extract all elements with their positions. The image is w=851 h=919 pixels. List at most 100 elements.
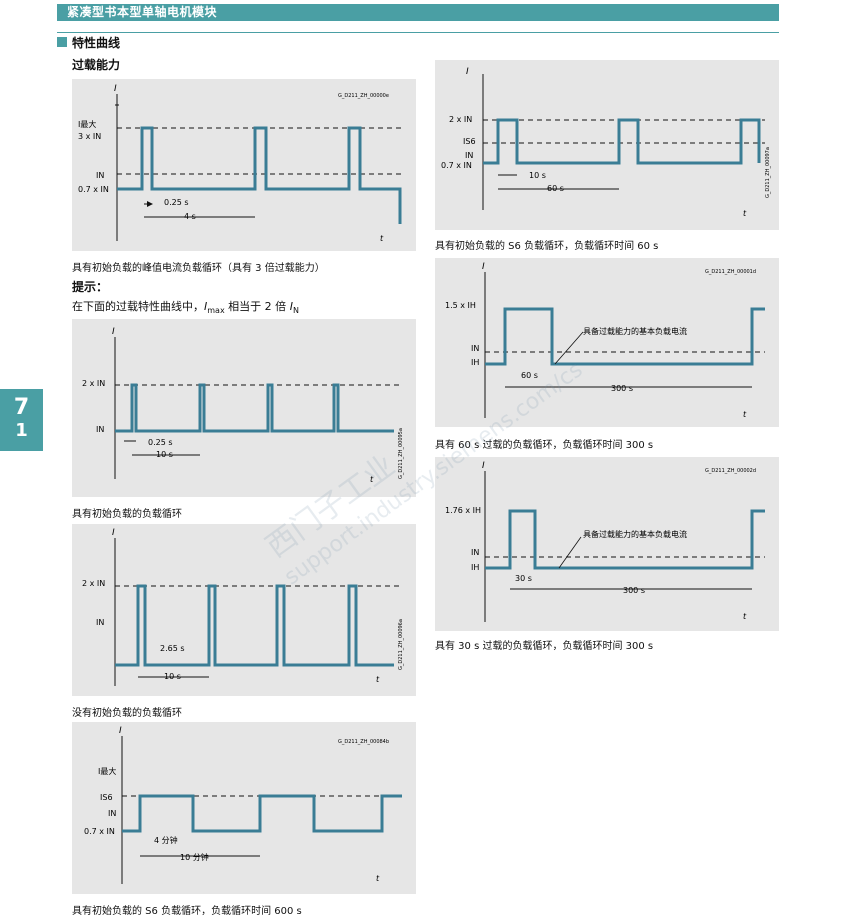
y-axis-label: I	[482, 461, 485, 471]
x-axis-label: t	[743, 612, 747, 621]
x-axis-label: t	[743, 209, 747, 218]
chart-panel-s6-600: I I最大 IS6 IN 0.7 x IN 4 分钟 10 分钟 t G_D21…	[72, 722, 416, 894]
label-peak: 1.76 x IH	[445, 506, 481, 515]
label-in: IN	[471, 548, 479, 557]
y-axis-label: I	[112, 327, 115, 337]
label-base: 0.7 x IN	[84, 827, 115, 836]
hint-in-sub: N	[292, 306, 299, 316]
label-3in: 3 x IN	[78, 132, 101, 141]
label-ih: IH	[471, 358, 479, 367]
label-2in: 2 x IN	[82, 379, 105, 388]
label-2in: 2 x IN	[449, 115, 472, 124]
dim-period: 4 s	[184, 212, 196, 221]
chart-load-cycle-no-initial: I 2 x IN IN 2.65 s 10 s t G_D211_ZH_0009…	[82, 528, 404, 686]
caption-overload-30: 具有 30 s 过载的负载循环，负载循环时间 300 s	[435, 641, 654, 652]
caption-s6-60: 具有初始负载的 S6 负载循环，负载循环时间 60 s	[435, 241, 659, 252]
load-curve	[483, 118, 761, 165]
label-in: IN	[96, 618, 104, 627]
page-header-bar: 紧凑型书本型单轴电机模块	[57, 4, 779, 21]
label-in: IN	[465, 151, 473, 160]
load-curve	[115, 584, 394, 667]
label-peak: 1.5 x IH	[445, 301, 476, 310]
y-axis-label: I	[466, 67, 469, 77]
dim-period: 60 s	[547, 184, 564, 193]
chart-panel-load-cycle-initial: I 2 x IN IN 0.25 s 10 s t G_D211_ZH_0009…	[72, 319, 416, 497]
y-axis-label: I	[114, 84, 117, 94]
chart-s6-600: I I最大 IS6 IN 0.7 x IN 4 分钟 10 分钟 t G_D21…	[84, 726, 402, 884]
page-header-title: 紧凑型书本型单轴电机模块	[67, 5, 218, 19]
section-marker	[57, 37, 67, 47]
label-imax: I最大	[98, 766, 116, 776]
y-axis-label: I	[119, 726, 122, 736]
chapter-subnumber: 1	[15, 420, 28, 441]
x-axis-label: t	[376, 675, 380, 684]
x-axis-label: t	[376, 874, 380, 883]
hint-imax-symbol: I	[204, 300, 208, 313]
label-imax: I最大	[78, 119, 96, 129]
hint-text: 在下面的过载特性曲线中，Imax 相当于 2 倍 IN	[72, 298, 299, 315]
load-curve	[117, 126, 402, 224]
load-curve	[122, 794, 402, 833]
caption-load-cycle-no-initial: 没有初始负载的负载循环	[72, 708, 182, 719]
chart-load-cycle-initial: I 2 x IN IN 0.25 s 10 s t G_D211_ZH_0009…	[82, 327, 404, 484]
y-axis-label: I	[112, 528, 115, 538]
label-base: 0.7 x IN	[441, 161, 472, 170]
label-in: IN	[96, 171, 104, 180]
x-axis-label: t	[370, 475, 374, 484]
note-base-load: 具备过载能力的基本负载电流	[583, 326, 687, 336]
label-2in: 2 x IN	[82, 579, 105, 588]
chart-s6-60: I 2 x IN IS6 IN 0.7 x IN 10 s 60 s t G_D…	[441, 67, 771, 218]
figure-code: G_D211_ZH_00096a	[398, 619, 404, 670]
dim-short: 0.25 s	[164, 198, 189, 207]
section-title: 特性曲线	[72, 36, 121, 50]
dim-period: 10 分钟	[180, 852, 209, 862]
header-rule	[57, 32, 779, 33]
chart-overload-60: I 1.5 x IH IN IH 具备过载能力的基本负载电流 60 s 300 …	[445, 262, 765, 419]
dim-period: 10 s	[156, 450, 173, 459]
chart-panel-s6-60: I 2 x IN IS6 IN 0.7 x IN 10 s 60 s t G_D…	[435, 60, 779, 230]
figure-code: G_D211_ZH_00000e	[338, 93, 389, 99]
label-ih: IH	[471, 563, 479, 572]
label-in: IN	[471, 344, 479, 353]
chart-peak-current: I I最大 3 x IN IN 0.7 x IN 0.25 s 4 s t G_…	[78, 84, 402, 243]
label-in: IN	[96, 425, 104, 434]
dim-period: 300 s	[623, 586, 645, 595]
hint-imax-sub: max	[207, 306, 225, 316]
load-curve	[485, 307, 765, 366]
dim-period: 10 s	[164, 672, 181, 681]
label-is6: IS6	[100, 793, 113, 802]
figure-code: G_D211_ZH_00097a	[765, 147, 771, 198]
load-curve	[485, 509, 765, 570]
chart-overload-30: I 1.76 x IH IN IH 具备过载能力的基本负载电流 30 s 300…	[445, 461, 765, 622]
caption-load-cycle-initial: 具有初始负载的负载循环	[72, 509, 182, 520]
chart-panel-overload-60: I 1.5 x IH IN IH 具备过载能力的基本负载电流 60 s 300 …	[435, 258, 779, 427]
hint-in-symbol: I	[289, 300, 293, 313]
chart-panel-overload-30: I 1.76 x IH IN IH 具备过载能力的基本负载电流 30 s 300…	[435, 457, 779, 631]
dim-short: 4 分钟	[154, 835, 178, 845]
dim-short: 30 s	[515, 574, 532, 583]
load-curve	[115, 383, 394, 433]
chart-panel-load-cycle-no-initial: I 2 x IN IN 2.65 s 10 s t G_D211_ZH_0009…	[72, 524, 416, 696]
label-in: IN	[108, 809, 116, 818]
section-subtitle: 过载能力	[72, 58, 121, 72]
note-base-load: 具备过载能力的基本负载电流	[583, 529, 687, 539]
dim-short: 0.25 s	[148, 438, 173, 447]
dim-short: 10 s	[529, 171, 546, 180]
hint-text-a: 在下面的过载特性曲线中，	[72, 300, 204, 313]
chart-panel-peak-current: I I最大 3 x IN IN 0.7 x IN 0.25 s 4 s t G_…	[72, 79, 416, 251]
dim-short: 60 s	[521, 371, 538, 380]
label-is6: IS6	[463, 137, 476, 146]
hint-label: 提示：	[72, 280, 109, 294]
label-base: 0.7 x IN	[78, 185, 109, 194]
caption-s6-600: 具有初始负载的 S6 负载循环，负载循环时间 600 s	[72, 906, 302, 917]
y-axis-label: I	[482, 262, 485, 272]
hint-text-b: 相当于 2 倍	[224, 300, 290, 313]
figure-code: G_D211_ZH_00002d	[705, 468, 756, 474]
caption-peak-current: 具有初始负载的峰值电流负载循环（具有 3 倍过载能力）	[72, 263, 325, 274]
x-axis-label: t	[743, 410, 747, 419]
figure-code: G_D211_ZH_00084b	[338, 739, 389, 745]
figure-code: G_D211_ZH_00095a	[398, 428, 404, 479]
dim-period: 300 s	[611, 384, 633, 393]
caption-overload-60: 具有 60 s 过载的负载循环，负载循环时间 300 s	[435, 440, 654, 451]
chapter-number: 7	[13, 395, 30, 420]
